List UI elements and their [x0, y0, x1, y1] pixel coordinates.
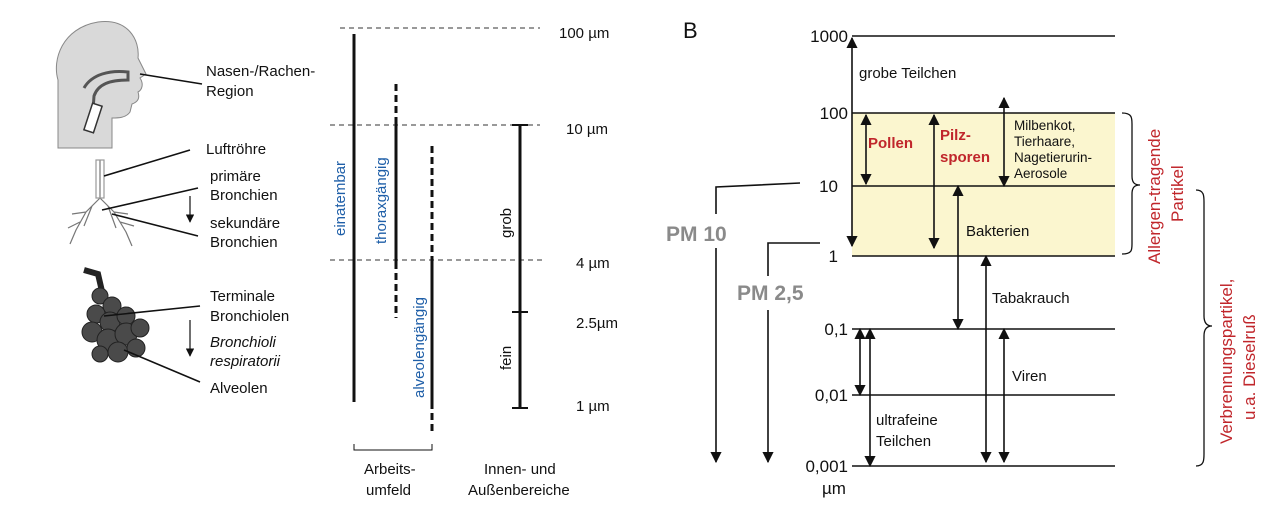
lungs-bronchi-icon	[67, 159, 135, 247]
combustion-brace	[1195, 189, 1213, 467]
primary-bronchi-label-1: primäre	[210, 168, 261, 185]
indoor-outdoor-label-2: Außenbereiche	[468, 482, 570, 499]
alveoli-label: Alveolen	[210, 380, 268, 397]
secondary-bronchi-label-1: sekundäre	[210, 215, 280, 232]
fine-label: fein	[498, 346, 515, 370]
right-unit-label: µm	[822, 479, 846, 498]
pm10-connector	[715, 182, 801, 214]
right-tick-0-01: 0,01	[815, 386, 848, 405]
secondary-bronchi-label-2: Bronchien	[210, 234, 278, 251]
thoracic-label: thoraxgängig	[373, 157, 390, 244]
coarse-fine-ticks	[512, 124, 528, 409]
mites-label-2: Tierhaare,	[1014, 134, 1075, 149]
work-env-bracket	[353, 444, 433, 451]
trachea-label: Luftröhre	[206, 141, 266, 158]
allergen-label-1: Allergen-tragende	[1145, 129, 1164, 264]
alveoli-icon	[81, 267, 150, 363]
right-tick-1000: 1000	[810, 27, 848, 46]
anatomy-pointer-lines	[101, 73, 203, 383]
left-tick-2-5: 2.5µm	[576, 315, 618, 332]
resp-bronchioles-label-2: respiratorii	[210, 353, 281, 370]
pollen-label: Pollen	[868, 135, 913, 152]
resp-bronchioles-label-1: Bronchioli	[210, 334, 277, 351]
pm-connectors	[710, 182, 820, 464]
nose-region-label-1: Nasen-/Rachen-	[206, 63, 315, 80]
combustion-label-1: Verbrennungspartikel,	[1217, 279, 1236, 444]
right-tick-1: 1	[829, 247, 838, 266]
mites-label-1: Milbenkot,	[1014, 118, 1076, 133]
allergen-brace	[1121, 112, 1141, 255]
ultrafine-label-2: Teilchen	[876, 433, 931, 450]
inhalable-label: einatembar	[332, 161, 349, 236]
head-icon	[55, 21, 147, 149]
viruses-label: Viren	[1012, 368, 1047, 385]
panel-b-label: B	[683, 18, 698, 43]
left-tick-1: 1 µm	[576, 398, 610, 415]
right-tick-100: 100	[820, 104, 848, 123]
indoor-outdoor-label-1: Innen- und	[484, 461, 556, 478]
spores-label-2: sporen	[940, 149, 990, 166]
fraction-bars	[352, 34, 522, 432]
coarse-label: grob	[498, 208, 515, 238]
combustion-label-2: u.a. Dieselruß	[1240, 314, 1259, 420]
alveolar-label: alveolengängig	[411, 297, 428, 398]
terminal-bronchioles-label-1: Terminale	[210, 288, 275, 305]
nose-region-label-2: Region	[206, 83, 254, 100]
work-env-label-2: umfeld	[366, 482, 411, 499]
allergen-highlight	[852, 113, 1115, 256]
allergen-label-2: Partikel	[1168, 165, 1187, 222]
coarse-particles-label: grobe Teilchen	[859, 65, 956, 82]
particle-range-arrows	[846, 36, 1010, 468]
mites-label-3: Nagetierurin-	[1014, 150, 1092, 165]
mites-label-4: Aerosole	[1014, 166, 1067, 181]
right-tick-10: 10	[819, 177, 838, 196]
left-tick-4: 4 µm	[576, 255, 610, 272]
terminal-bronchioles-label-2: Bronchiolen	[210, 308, 289, 325]
pm25-label: PM 2,5	[737, 282, 804, 305]
pm25-connector	[767, 242, 820, 276]
work-env-label-1: Arbeits-	[364, 461, 416, 478]
pm10-label: PM 10	[666, 223, 727, 246]
left-tick-100: 100 µm	[559, 25, 609, 42]
tobacco-label: Tabakrauch	[992, 290, 1070, 307]
right-tick-0-001: 0,001	[805, 457, 848, 476]
bacteria-label: Bakterien	[966, 223, 1029, 240]
primary-bronchi-label-2: Bronchien	[210, 187, 278, 204]
spores-label-1: Pilz-	[940, 127, 971, 144]
ultrafine-label-1: ultrafeine	[876, 412, 938, 429]
right-tick-0-1: 0,1	[824, 320, 848, 339]
left-scale-guides	[330, 27, 546, 261]
left-tick-10: 10 µm	[566, 121, 608, 138]
